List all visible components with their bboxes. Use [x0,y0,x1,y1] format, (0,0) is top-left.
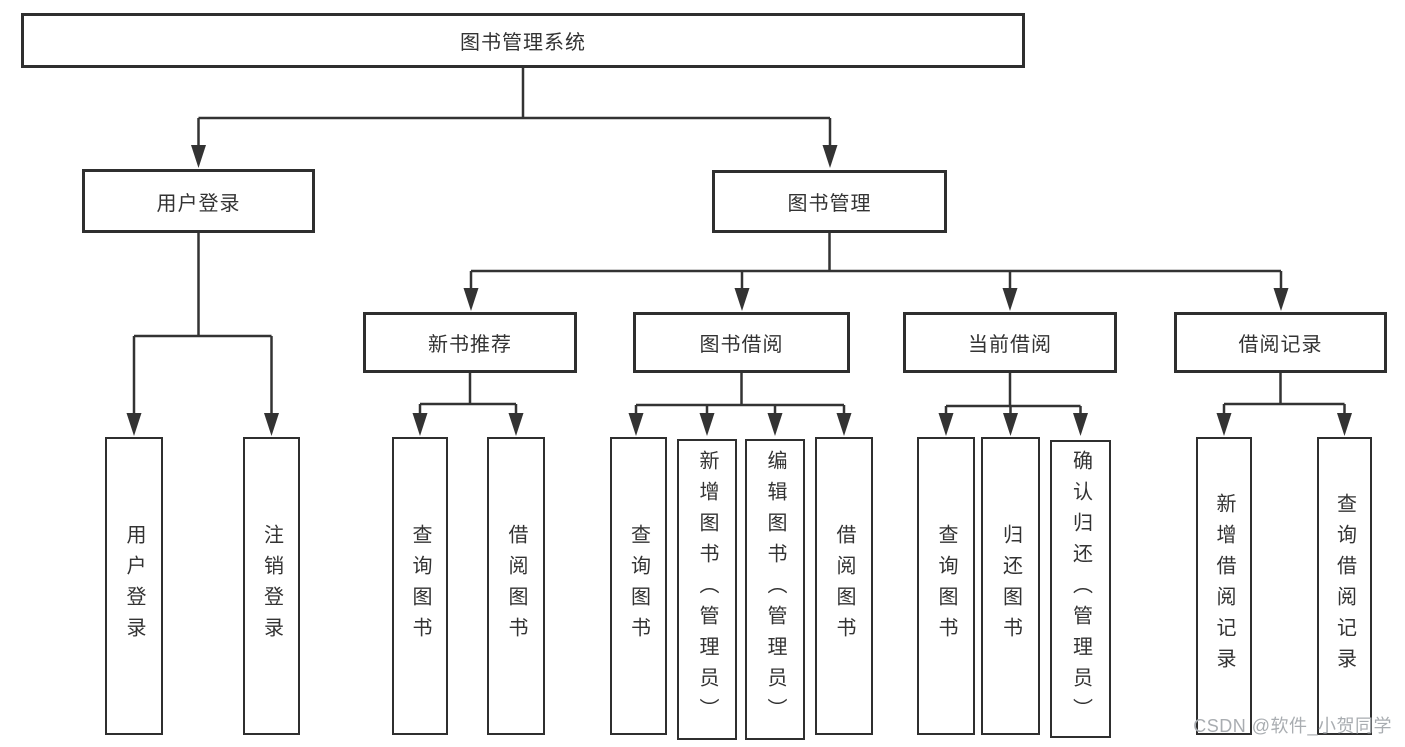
node-label: 注销登录 [260,524,283,648]
arrowhead [1002,288,1018,311]
node-label: 图书借阅 [699,334,784,356]
node-logout-op: 注销登录 [243,437,300,735]
node-label: 查询图书 [409,524,431,648]
arrowhead [822,145,838,168]
node-book-management: 图书管理 [712,170,947,233]
node-label: 归还图书 [999,524,1022,648]
node-label: 用户登录 [123,524,145,648]
node-library-management-system: 图书管理系统 [21,13,1025,68]
node-br-query-record: 查询借阅记录 [1317,437,1372,735]
node-label: 图书管理系统 [460,32,586,54]
node-label: 查询图书 [935,524,957,648]
arrowhead [264,413,279,436]
node-label: 借阅图书 [505,524,527,648]
node-label: 当前借阅 [968,334,1052,356]
arrowhead [628,413,644,436]
node-label: 查询借阅记录 [1333,493,1356,679]
node-nbr-borrow-books: 借阅图书 [487,437,545,735]
node-borrowing-records: 借阅记录 [1174,312,1387,373]
node-label: 借阅图书 [833,524,855,648]
node-current-borrowing: 当前借阅 [903,312,1117,373]
node-label: 新增借阅记录 [1213,493,1235,679]
arrowhead [508,413,524,436]
arrowhead [1216,413,1232,436]
node-label: 确认归还（管理员） [1069,449,1092,729]
node-user-login: 用户登录 [82,169,315,233]
arrowhead [191,145,206,168]
arrowhead [938,413,954,436]
arrowhead [463,288,479,311]
node-cb-return-books: 归还图书 [981,437,1040,735]
node-label: 图书管理 [787,193,872,215]
arrowhead [734,288,750,311]
arrowhead [412,413,428,436]
csdn-watermark: CSDN @软件_小贺同学 [1193,716,1392,736]
node-user-login-op: 用户登录 [105,437,163,735]
node-book-borrowing: 图书借阅 [633,312,850,373]
node-bb-borrow-books: 借阅图书 [815,437,873,735]
node-label: 新书推荐 [428,334,512,356]
node-label: 新增图书（管理员） [696,450,718,729]
node-cb-query-books: 查询图书 [917,437,975,735]
arrowhead [767,413,783,436]
arrowhead [1337,413,1352,436]
arrowhead [699,413,715,436]
arrowhead [836,413,852,436]
node-label: 用户登录 [156,192,241,215]
node-bb-edit-books-admin: 编辑图书（管理员） [745,439,805,740]
node-br-add-record: 新增借阅记录 [1196,437,1252,735]
node-cb-confirm-return-admin: 确认归还（管理员） [1050,440,1111,738]
node-bb-add-books-admin: 新增图书（管理员） [677,439,737,740]
arrowhead [1273,288,1289,311]
node-label: 编辑图书（管理员） [764,450,786,729]
node-nbr-query-books: 查询图书 [392,437,448,735]
node-bb-query-books: 查询图书 [610,437,667,735]
arrowhead [126,413,142,436]
node-label: 借阅记录 [1238,334,1323,356]
arrowhead [1073,413,1088,436]
arrowhead [1003,413,1018,436]
node-new-book-recommend: 新书推荐 [363,312,577,373]
node-label: 查询图书 [627,524,650,648]
